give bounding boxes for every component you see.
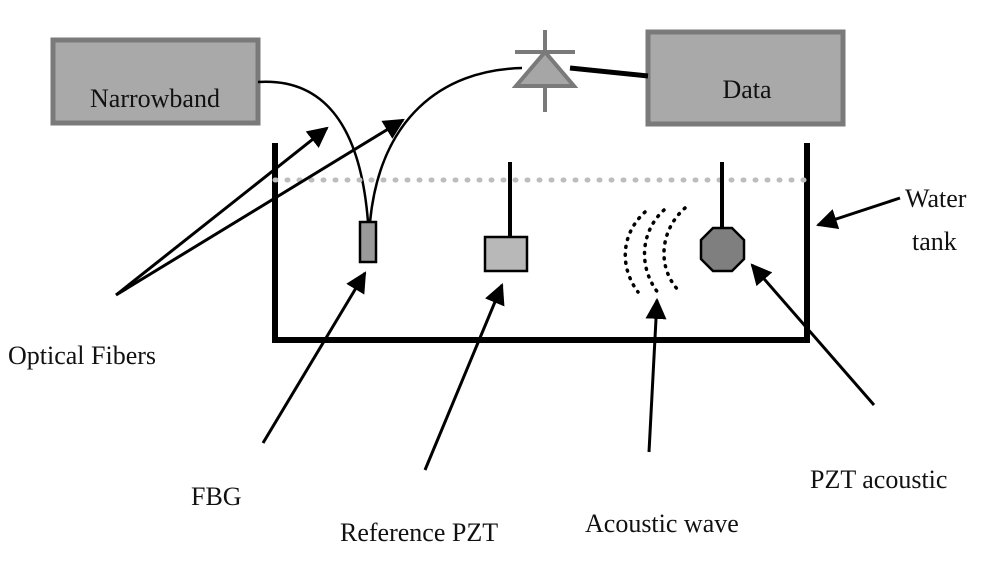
optical-fibers-label: Optical Fibers	[8, 341, 156, 370]
reference-pzt-arrow	[423, 283, 505, 471]
acoustic-wave-arc-2	[642, 208, 666, 296]
reference-pzt-label: Reference PZT	[340, 518, 498, 547]
acoustic-wave-arrow	[645, 297, 667, 453]
data-box-rect	[645, 29, 846, 127]
fbg-sensor	[358, 220, 378, 264]
acoustic-wave-icon	[623, 206, 687, 296]
data-label: Data	[722, 75, 772, 104]
fbg-label: FBG	[191, 482, 242, 511]
acoustic-wave-arc-3	[662, 206, 687, 294]
narrowband-box-rect	[50, 37, 261, 126]
pzt-acoustic-label: PZT acoustic	[810, 465, 947, 494]
water-tank-arrow	[816, 196, 901, 230]
optical-fibers-arrow-2	[115, 118, 405, 297]
water-tank	[272, 143, 810, 343]
optical-fiber-to-photodiode	[368, 66, 523, 223]
data-box: Data	[645, 29, 846, 127]
narrowband-label: Narrowband	[90, 84, 220, 113]
photodiode-to-data-cable	[569, 65, 649, 79]
pzt-acoustic-arrow	[750, 263, 876, 406]
photodiode-icon	[511, 30, 579, 112]
narrowband-box: Narrowband	[50, 37, 261, 126]
optical-fiber-to-fbg	[257, 80, 370, 223]
water-tank-label-line1: Water	[905, 184, 967, 213]
acoustic-wave-arc-1	[623, 210, 647, 294]
fbg-arrow	[261, 271, 367, 444]
photodiode-triangle	[511, 48, 579, 88]
pzt-acoustic-source	[699, 226, 746, 273]
acoustic-wave-label: Acoustic wave	[585, 509, 739, 538]
water-tank-label-line2: tank	[912, 227, 957, 256]
reference-pzt	[483, 235, 529, 273]
optical-fibers-arrow-1	[115, 126, 329, 297]
